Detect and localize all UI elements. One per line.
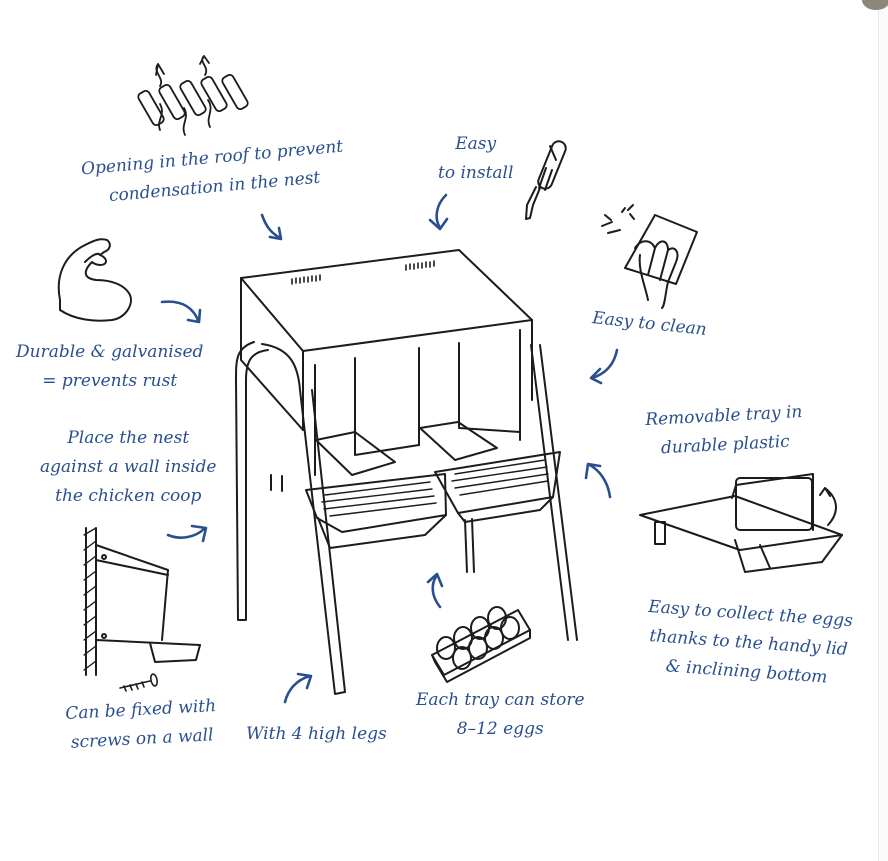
nest-box <box>235 249 578 695</box>
arrow-place <box>166 524 208 543</box>
nest-roof <box>240 249 533 352</box>
screwdriver-icon <box>525 140 567 220</box>
label-easy-install: Easy to install <box>438 134 514 183</box>
arrow-legs <box>283 672 313 704</box>
arrow-roof <box>260 213 283 241</box>
window-edge <box>878 0 888 861</box>
arrow-install <box>428 193 449 231</box>
arrow-eggs <box>426 572 444 609</box>
label-removable-tray: Removable tray in durable plastic <box>644 401 803 459</box>
cleaning-hand-icon <box>601 204 698 309</box>
removable-tray-icon <box>639 473 843 573</box>
label-durable: Durable & galvanised = prevents rust <box>16 342 204 391</box>
label-place-nest: Place the nest against a wall inside the… <box>40 428 217 506</box>
flexed-arm-icon <box>57 238 132 322</box>
front-trays <box>305 451 561 549</box>
label-screws: Can be fixed with screws on a wall <box>64 696 217 753</box>
label-legs: With 4 high legs <box>246 724 387 744</box>
arrow-tray <box>584 462 612 499</box>
nest-legs <box>235 341 578 695</box>
arrow-clean <box>589 348 619 385</box>
ventilation-slats-icon <box>137 55 249 136</box>
label-tray-store: Each tray can store 8–12 eggs <box>416 690 585 739</box>
egg-carton-icon <box>431 606 531 683</box>
screw-icon <box>119 673 158 692</box>
callout-arrows <box>160 193 619 704</box>
roof-vents <box>291 260 435 285</box>
window-edge-knob <box>862 0 888 10</box>
label-collect-eggs: Easy to collect the eggs thanks to the h… <box>647 596 854 688</box>
arrow-durable <box>160 300 202 324</box>
wall-mount-icon <box>83 527 201 676</box>
